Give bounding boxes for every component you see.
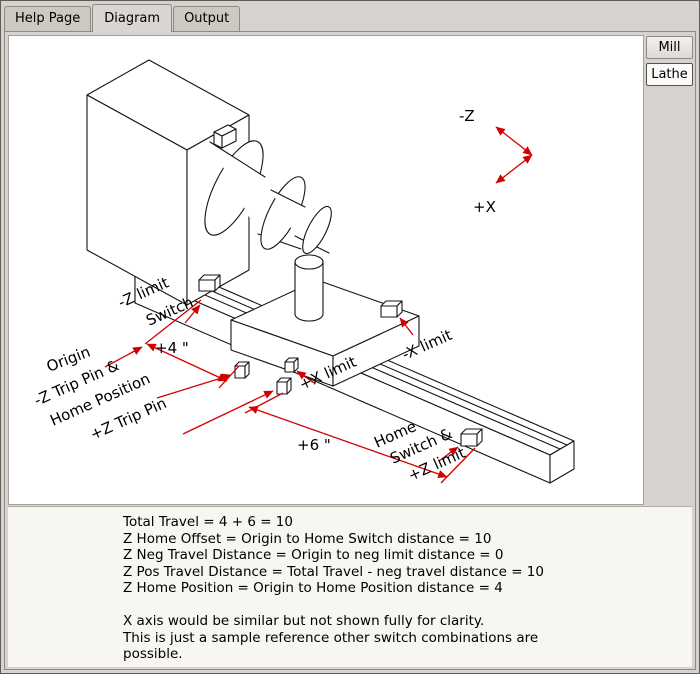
- notes-line-4: Z Home Position = Origin to Home Positio…: [123, 580, 503, 596]
- axis-pos-x-label: +X: [473, 198, 496, 216]
- neg-x-limit-switch: [380, 300, 403, 318]
- dim-4-label: +4 ": [155, 339, 189, 357]
- tab-diagram[interactable]: Diagram: [92, 4, 173, 32]
- origin-arrow: [104, 346, 143, 368]
- tab-bar: Help Page Diagram Output: [3, 1, 697, 32]
- notes-line-1: Z Home Offset = Origin to Home Switch di…: [123, 530, 492, 547]
- notes-line-7: This is just a sample reference other sw…: [123, 629, 539, 646]
- axis-neg-z-label: -Z: [459, 107, 475, 125]
- notes-panel: Total Travel = 4 + 6 = 10 Z Home Offset …: [8, 506, 692, 667]
- dim-4-arrow: [146, 343, 228, 382]
- dimension-arrows: [104, 126, 533, 484]
- axis-indicator: [495, 126, 533, 184]
- home-switch-arrow: [438, 446, 459, 462]
- dim-6-extension-right: [440, 447, 476, 484]
- notes-line-5: [123, 597, 686, 614]
- pos-z-trip-arrow: [182, 390, 274, 435]
- neg-x-limit-arrow: [399, 317, 414, 336]
- neg-z-limit-switch: [198, 274, 221, 292]
- lathe-diagram-svg: -Z +X -Z limit Switch Origin +4 " -Z Tri…: [31, 59, 575, 485]
- dim-6-label: +6 ": [297, 436, 331, 454]
- tab-help-page[interactable]: Help Page: [4, 6, 92, 31]
- mill-button[interactable]: Mill: [646, 36, 693, 59]
- pos-x-limit-pin: [284, 357, 299, 373]
- neg-z-trip-pin: [234, 361, 250, 379]
- machine-type-buttons: Mill Lathe: [646, 36, 693, 86]
- tool-post: [294, 254, 324, 322]
- home-switch: [460, 428, 483, 447]
- carriage: [230, 279, 420, 387]
- notes-line-3: Z Pos Travel Distance = Total Travel - n…: [123, 563, 544, 580]
- pos-z-trip-pin: [276, 377, 292, 395]
- chuck: [204, 124, 332, 255]
- lathe-button[interactable]: Lathe: [646, 63, 693, 86]
- neg-z-limit-arrow: [184, 304, 201, 324]
- neg-z-trip-arrow: [156, 373, 232, 399]
- diagram-panel: -Z +X -Z limit Switch Origin +4 " -Z Tri…: [4, 31, 696, 670]
- notes-line-2: Z Neg Travel Distance = Origin to neg li…: [123, 547, 504, 563]
- dim-6-extension-left: [244, 392, 284, 414]
- notes-line-0: Total Travel = 4 + 6 = 10: [123, 514, 293, 530]
- tab-output[interactable]: Output: [173, 6, 241, 31]
- notes-line-6: X axis would be similar but not shown fu…: [123, 613, 485, 629]
- diagram-canvas: -Z +X -Z limit Switch Origin +4 " -Z Tri…: [8, 35, 644, 505]
- dim-6-arrow: [248, 406, 448, 478]
- pos-x-limit-arrow: [296, 370, 315, 384]
- notes-line-8: possible.: [123, 646, 183, 662]
